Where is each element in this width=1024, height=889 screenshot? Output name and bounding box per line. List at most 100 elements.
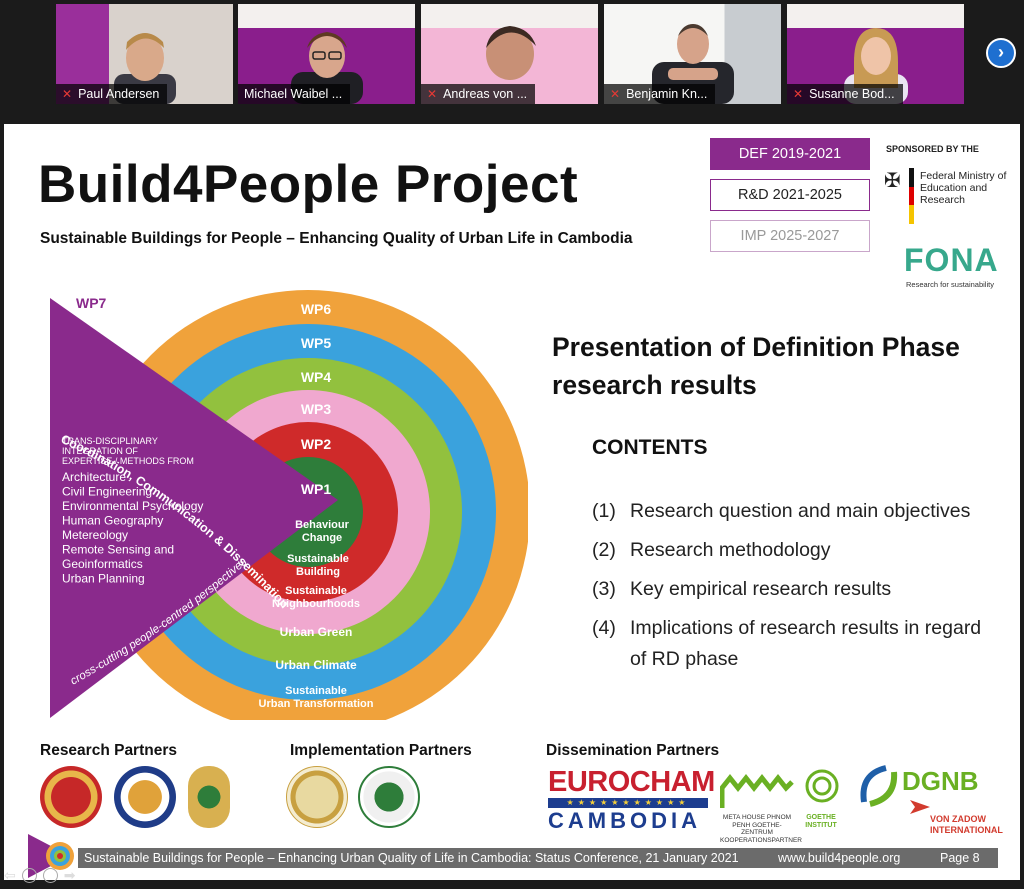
german-flag-icon xyxy=(909,168,914,224)
fona-tagline: Research for sustainability xyxy=(906,280,994,289)
neighbourhoods-label: Neighbourhoods xyxy=(272,598,360,610)
vonzadow-label: VON ZADOW INTERNATIONAL xyxy=(930,814,1003,835)
behaviour-label: Behaviour xyxy=(295,519,350,531)
discipline-item: Urban Planning xyxy=(62,572,145,586)
list-item: (3)Key empirical research results xyxy=(592,578,892,600)
implementation-partner-seal-1 xyxy=(286,766,348,828)
vonzadow-arrow-icon xyxy=(910,800,930,814)
participant-video-strip: ✕ Paul Andersen Michael Waibel ... ✕ And… xyxy=(0,0,1024,122)
neighbourhoods-label: Sustainable xyxy=(285,585,347,597)
presentation-heading: Presentation of Definition Phase researc… xyxy=(552,332,960,400)
phase-rd-box: R&D 2021-2025 xyxy=(710,179,870,211)
discipline-item: Civil Engineering xyxy=(62,485,152,499)
research-partner-seal-1 xyxy=(40,766,102,828)
ministry-name: Federal Ministry of Education and Resear… xyxy=(920,170,1007,206)
research-partners-heading: Research Partners xyxy=(40,742,177,759)
zoom-tool-icon[interactable] xyxy=(42,867,58,883)
wp4-label: WP4 xyxy=(301,369,332,385)
urban-climate-label: Urban Climate xyxy=(275,658,357,672)
wp2-label: WP2 xyxy=(301,436,332,452)
footer-page-number: Page 8 xyxy=(940,851,980,865)
urban-green-label: Urban Green xyxy=(280,625,353,639)
wp1-label: WP1 xyxy=(301,481,332,497)
participant-tile[interactable]: ✕ Paul Andersen xyxy=(56,4,233,104)
discipline-item: Environmental Psychology xyxy=(62,499,203,513)
wp6-label: WP6 xyxy=(301,301,332,317)
participant-name: Andreas von ... xyxy=(443,87,528,101)
dissemination-partners-heading: Dissemination Partners xyxy=(546,742,720,759)
eurocham-logo: EUROCHAM ★★★★★★★★★★★ CAMBODIA xyxy=(548,766,715,833)
transformation-label: Sustainable xyxy=(285,685,347,697)
participant-tile[interactable]: ✕ Susanne Bod... xyxy=(787,4,964,104)
contents-list: (1)Research question and main objectives… xyxy=(592,496,992,683)
phase-def-box: DEF 2019-2021 xyxy=(710,138,870,170)
participant-name-bar: ✕ Susanne Bod... xyxy=(787,84,903,104)
participant-name-bar: ✕ Paul Andersen xyxy=(56,84,168,104)
wp5-label: WP5 xyxy=(301,335,332,351)
list-item: (1)Research question and main objectives xyxy=(592,500,971,522)
wp3-label: WP3 xyxy=(301,401,332,417)
contents-heading: CONTENTS xyxy=(592,436,708,459)
discipline-item: Geoinformatics xyxy=(62,557,143,571)
goethe-label: GOETHE INSTITUT xyxy=(805,814,837,829)
list-item: (2)Research methodology xyxy=(592,539,831,561)
participant-name-bar: ✕ Andreas von ... xyxy=(421,84,536,104)
slide-subtitle: Sustainable Buildings for People – Enhan… xyxy=(40,230,633,247)
participant-name-bar: Michael Waibel ... xyxy=(238,84,351,104)
discipline-item: Remote Sensing and xyxy=(62,543,174,557)
slide-footer: Sustainable Buildings for People – Enhan… xyxy=(78,848,998,868)
research-partner-seal-3 xyxy=(188,766,230,828)
mic-muted-icon: ✕ xyxy=(62,87,73,101)
building-label: Sustainable xyxy=(287,553,349,565)
research-partner-seal-2 xyxy=(114,766,176,828)
slide-footer-logo-icon xyxy=(28,834,74,878)
footer-text: Sustainable Buildings for People – Enhan… xyxy=(84,851,739,865)
behaviour-label: Change xyxy=(302,532,342,544)
mic-muted-icon: ✕ xyxy=(427,87,438,101)
implementation-partner-seal-2 xyxy=(358,766,420,828)
fona-logo: FONA xyxy=(904,242,999,278)
stars-icon: ★★★★★★★★★★★ xyxy=(548,798,708,808)
trans-heading-1: TRANS-DISCIPLINARY xyxy=(62,436,158,446)
discipline-item: Metereology xyxy=(62,528,128,542)
presenter-controls: ⇦ ➡ xyxy=(4,864,75,886)
list-item: (4)Implications of research results in r… xyxy=(592,617,982,670)
discipline-item: Human Geography xyxy=(62,514,163,528)
participant-name: Michael Waibel ... xyxy=(244,87,343,101)
discipline-item: Architecture xyxy=(62,470,126,484)
mic-muted-icon: ✕ xyxy=(610,87,621,101)
participant-name: Paul Andersen xyxy=(78,87,160,101)
dgnb-logo-icon xyxy=(860,765,898,807)
transformation-label: Urban Transformation xyxy=(259,698,374,710)
trans-heading-2: INTEGRATION OF xyxy=(62,446,138,456)
dgnb-logo-text: DGNB xyxy=(902,766,979,796)
participant-tile-speaking[interactable]: Michael Waibel ... xyxy=(238,4,415,104)
footer-url: www.build4people.org xyxy=(778,851,901,865)
next-slide-icon[interactable]: ➡ xyxy=(63,866,76,883)
sponsor-label: SPONSORED BY THE xyxy=(886,144,979,154)
building-label: Building xyxy=(296,566,340,578)
phase-imp-box: IMP 2025-2027 xyxy=(710,220,870,252)
metahouse-label: META HOUSE PHNOM PENH GOETHE-ZENTRUM KOO… xyxy=(720,814,802,844)
participant-tile[interactable]: ✕ Andreas von ... xyxy=(421,4,598,104)
wp7-label: WP7 xyxy=(76,295,107,311)
mic-muted-icon: ✕ xyxy=(793,87,804,101)
work-package-diagram: WP7 Coordination, Communication & Dissem… xyxy=(50,290,528,720)
participant-name-bar: ✕ Benjamin Kn... xyxy=(604,84,716,104)
participant-name: Susanne Bod... xyxy=(809,87,895,101)
next-participants-button[interactable]: › xyxy=(986,38,1016,68)
shared-slide: Build4People Project Sustainable Buildin… xyxy=(4,124,1020,880)
previous-slide-icon[interactable]: ⇦ xyxy=(4,866,16,883)
goethe-logo-icon xyxy=(805,769,839,803)
implementation-partners-heading: Implementation Partners xyxy=(290,742,472,759)
chevron-right-icon: › xyxy=(998,42,1004,62)
participant-name: Benjamin Kn... xyxy=(626,87,708,101)
pen-tool-icon[interactable] xyxy=(21,867,37,883)
participant-video xyxy=(485,26,536,80)
participant-tile[interactable]: ✕ Benjamin Kn... xyxy=(604,4,781,104)
trans-heading-3: EXPERTISE / METHODS FROM xyxy=(62,456,194,466)
slide-title: Build4People Project xyxy=(38,155,579,214)
wp7-triangle xyxy=(50,298,338,718)
metahouse-logo-icon xyxy=(720,773,794,808)
eagle-icon: ✠ xyxy=(884,170,901,192)
